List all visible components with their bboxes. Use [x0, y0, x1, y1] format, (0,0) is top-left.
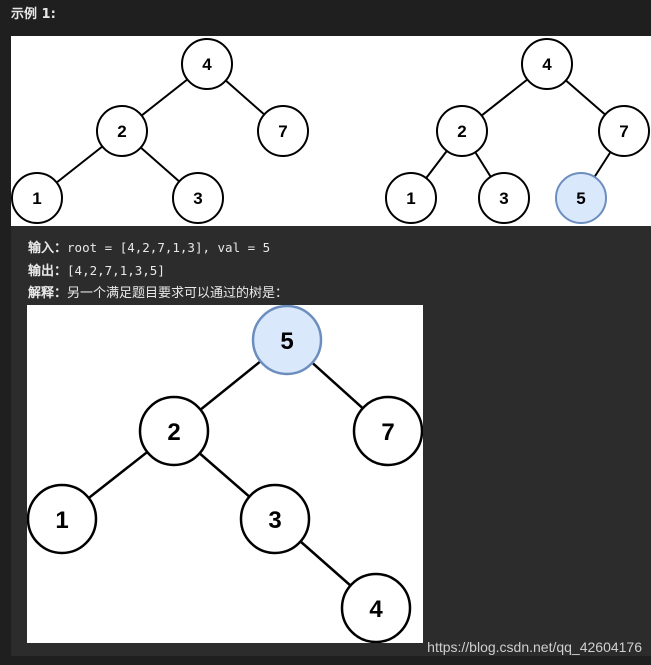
- original-tree-edges: [36, 63, 284, 199]
- svg-text:3: 3: [268, 507, 281, 534]
- tree-node: 7: [598, 105, 650, 157]
- output-line: 输出：[4,2,7,1,3,5]: [28, 260, 288, 283]
- alternative-tree-diagram: 5 2 7 1 3 4: [27, 305, 423, 643]
- alternative-tree-edges: [61, 339, 389, 609]
- output-value: [4,2,7,1,3,5]: [67, 263, 165, 278]
- svg-text:7: 7: [381, 419, 394, 446]
- tree-node: 4: [521, 38, 573, 90]
- inserted-tree: 4 2 7 1 3 5: [385, 38, 650, 224]
- top-figure: 4 2 7 1 3 4 2 7 1 3 5: [11, 36, 651, 226]
- tree-node: 2: [436, 105, 488, 157]
- svg-text:7: 7: [619, 122, 628, 141]
- tree-diagrams: 4 2 7 1 3 4 2 7 1 3 5: [11, 38, 650, 224]
- input-label: 输入：: [28, 241, 68, 256]
- tree-node: 2: [138, 395, 210, 467]
- tree-node: 1: [27, 483, 98, 555]
- explanation-line: 解释：另一个满足题目要求可以通过的树是：: [28, 283, 288, 305]
- svg-text:2: 2: [117, 122, 126, 141]
- input-value: root = [4,2,7,1,3], val = 5: [67, 240, 271, 255]
- svg-text:1: 1: [55, 507, 68, 534]
- svg-text:2: 2: [457, 122, 466, 141]
- watermark: https://blog.csdn.net/qq_42604176: [427, 639, 642, 655]
- svg-text:4: 4: [542, 55, 552, 74]
- tree-node: 3: [239, 483, 311, 555]
- tree-node: 4: [181, 38, 233, 90]
- svg-text:7: 7: [278, 122, 287, 141]
- tree-node: 3: [478, 172, 530, 224]
- tree-node: 7: [352, 395, 423, 467]
- svg-text:5: 5: [280, 328, 293, 355]
- tree-node: 3: [172, 172, 224, 224]
- tree-node: 1: [11, 172, 63, 224]
- svg-text:2: 2: [167, 419, 180, 446]
- explanation-label: 解释：: [28, 286, 68, 301]
- tree-node: 4: [340, 572, 412, 643]
- example-text: 输入：root = [4,2,7,1,3], val = 5 输出：[4,2,7…: [28, 237, 288, 305]
- svg-text:4: 4: [369, 596, 383, 623]
- tree-node: 7: [257, 105, 309, 157]
- svg-text:1: 1: [406, 189, 415, 208]
- bottom-figure: 5 2 7 1 3 4: [27, 305, 423, 643]
- explanation-value: 另一个满足题目要求可以通过的树是：: [67, 286, 289, 301]
- svg-text:4: 4: [202, 55, 212, 74]
- output-label: 输出：: [28, 264, 68, 279]
- tree-node: 2: [96, 105, 148, 157]
- input-line: 输入：root = [4,2,7,1,3], val = 5: [28, 237, 288, 260]
- original-tree: 4 2 7 1 3: [11, 38, 309, 224]
- svg-text:3: 3: [499, 189, 508, 208]
- svg-text:5: 5: [576, 189, 585, 208]
- root-node-highlighted: 5: [251, 305, 323, 376]
- tree-node: 1: [385, 172, 437, 224]
- alternative-tree: 5 2 7 1 3 4: [27, 305, 423, 643]
- inserted-node: 5: [555, 172, 607, 224]
- example-title: 示例 1:: [11, 7, 56, 22]
- svg-text:3: 3: [193, 189, 202, 208]
- svg-text:1: 1: [32, 189, 41, 208]
